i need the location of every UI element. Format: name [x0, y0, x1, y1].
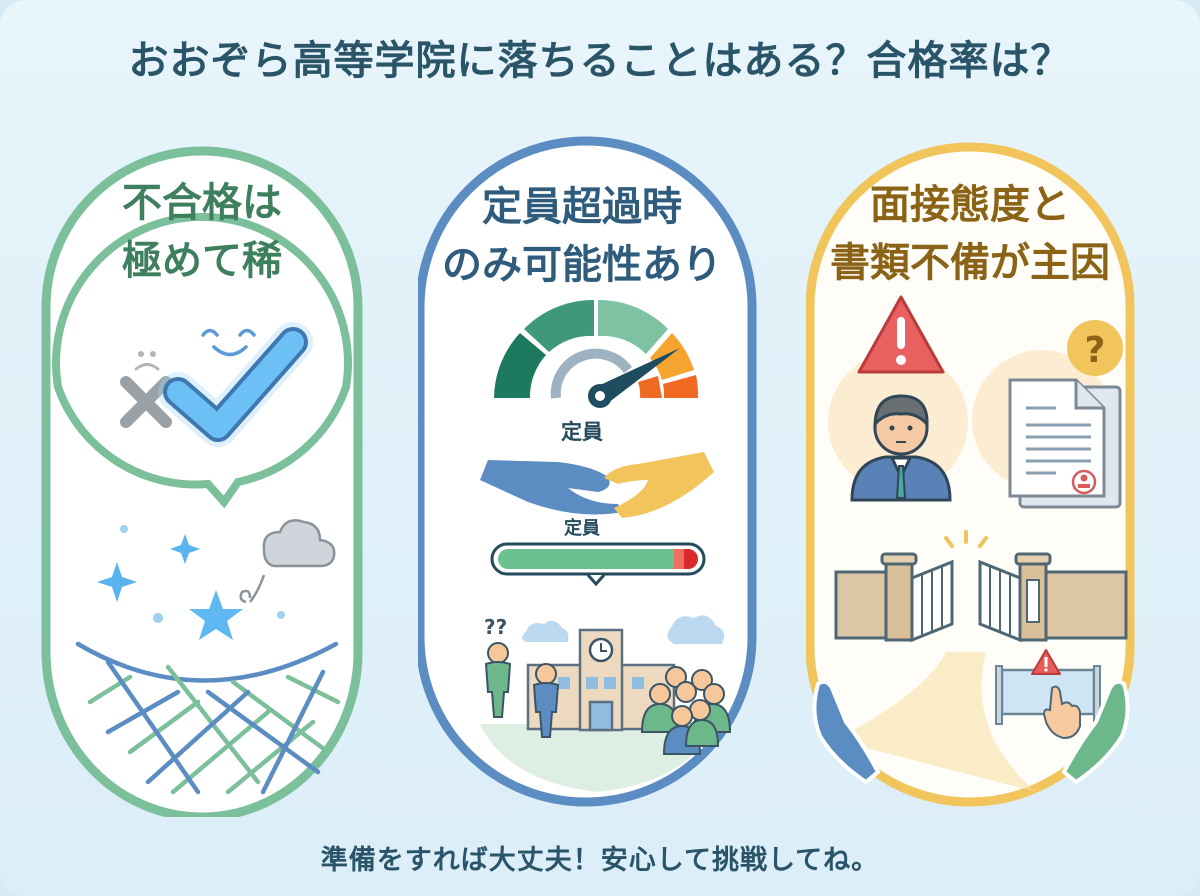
panel-frame: ?? [418, 136, 757, 807]
panel-title-line: 不合格は [122, 180, 282, 226]
capacity-bar-icon [490, 542, 706, 587]
panel-title-line: のみ可能性あり [442, 242, 722, 288]
gate-icon [834, 530, 1128, 643]
safety-net-icon [75, 641, 341, 795]
cloud-icon [239, 519, 336, 604]
page-title: おおぞら高等学院に落ちることはある？合格率は？ [128, 38, 1072, 84]
stamp-icon [1071, 469, 1097, 495]
sparkle-icon [97, 525, 285, 623]
panel-rare-failure: 不合格は 極めて稀 [38, 132, 366, 817]
footer-message: 準備をすれば大丈夫！安心して挑戦してね。 [320, 845, 880, 876]
panel-title-line: 書類不備が主因 [830, 240, 1110, 286]
sad-face-icon [134, 351, 160, 371]
panel-main-causes: ? [806, 132, 1135, 817]
gauge-label: 定員 [561, 420, 603, 444]
school-building-icon [526, 628, 676, 732]
question-icon: ? [1067, 320, 1123, 376]
document-icon [1008, 378, 1122, 509]
panel-title-line: 極めて稀 [122, 238, 282, 284]
interviewee-icon [850, 394, 952, 502]
panel-title: 定員超過時 のみ可能性あり [418, 178, 746, 294]
panel-over-capacity: ?? 定員超過時 のみ可能性あり 定員 定員 [418, 132, 757, 817]
cloud-icon [522, 615, 724, 644]
pointing-hand-icon [1042, 685, 1081, 740]
crowd-icon [640, 666, 732, 755]
warning-icon [857, 295, 945, 374]
panel-title-line: 定員超過時 [482, 184, 682, 230]
panel-title-line: 面接態度と [870, 182, 1070, 228]
panel-frame [41, 146, 363, 817]
gauge-icon [494, 299, 699, 408]
open-hands-icon [812, 679, 1130, 785]
clock-icon [588, 637, 614, 663]
capacity-bar-label: 定員 [564, 518, 600, 539]
panel-frame: ? [806, 142, 1135, 807]
smile-face-icon [201, 328, 256, 357]
confused-student-icon: ?? [484, 615, 560, 738]
svg-text:??: ?? [484, 615, 507, 639]
handshake-icon [480, 452, 714, 518]
star-icon [189, 590, 243, 640]
checkmark-icon [158, 322, 313, 447]
cross-icon [120, 376, 172, 428]
svg-text:?: ? [1085, 330, 1106, 371]
panel-title: 不合格は 極めて稀 [38, 174, 366, 290]
panel-title: 面接態度と 書類不備が主因 [806, 176, 1134, 292]
